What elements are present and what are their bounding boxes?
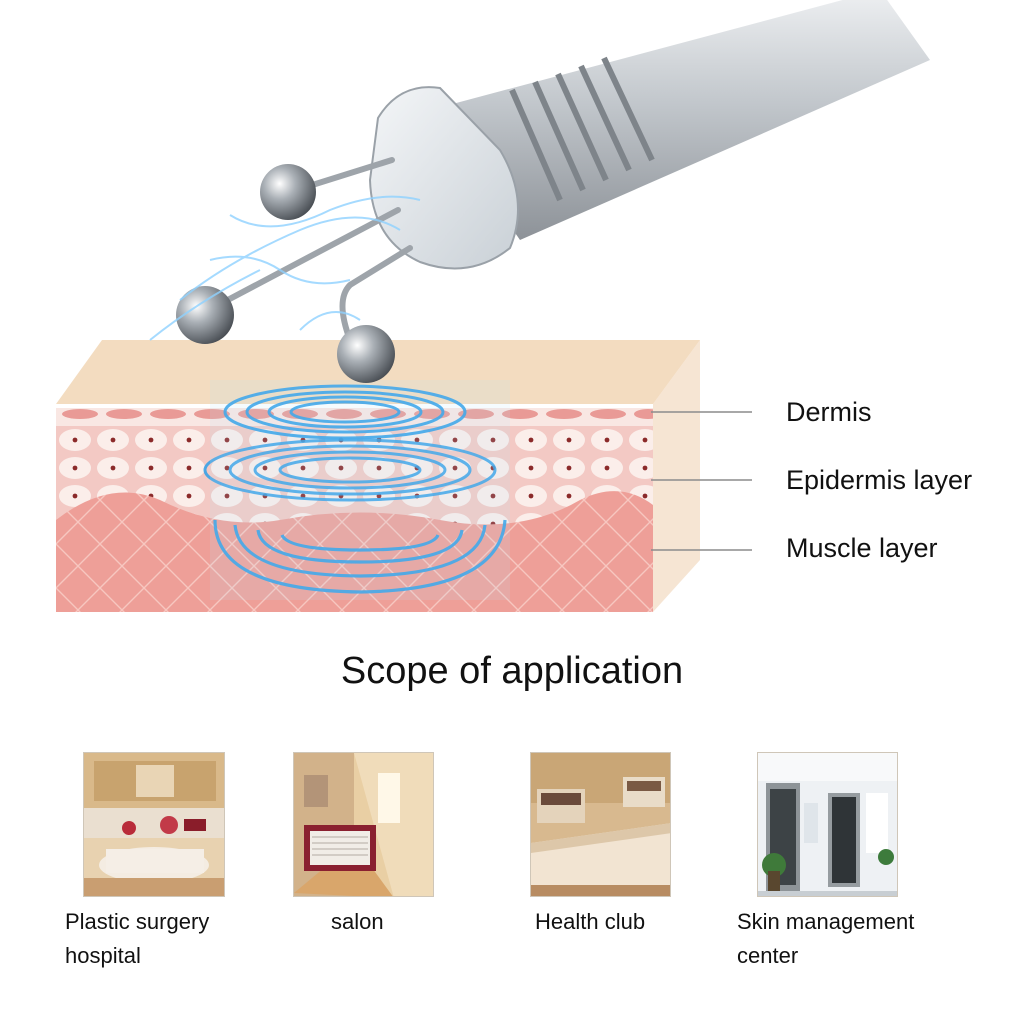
- device-handle: [430, 0, 930, 240]
- label-pointer-lines: [651, 411, 752, 551]
- device-grip-rings: [509, 56, 655, 202]
- health-club-room-photo: [530, 752, 671, 897]
- electric-sparks: [149, 195, 421, 341]
- venue-caption: Health club: [535, 905, 645, 939]
- device-cap: [368, 86, 519, 270]
- venue-caption-line: hospital: [65, 943, 141, 968]
- layer-label-muscle: Muscle layer: [786, 533, 938, 563]
- venue-caption-line: center: [737, 943, 799, 968]
- clinic-reception-photo: [83, 752, 225, 897]
- venue-caption: Skin management center: [737, 905, 914, 973]
- venue-caption: salon: [331, 905, 384, 939]
- venue-caption-line: salon: [331, 909, 384, 934]
- layer-label-epidermis: Epidermis layer: [786, 465, 973, 495]
- venue-caption-line: Skin management: [737, 909, 915, 934]
- venue-caption: Plastic surgery hospital: [65, 905, 209, 973]
- skin-side-face: [653, 340, 700, 612]
- center-lobby-photo: [757, 752, 898, 897]
- electrode-ball-left: [176, 286, 234, 344]
- dermis-stripe: [56, 408, 653, 428]
- layer-label-dermis: Dermis: [786, 397, 872, 427]
- venue-caption-line: Health club: [535, 909, 646, 934]
- venue-caption-line: Plastic surgery: [65, 909, 210, 934]
- skin-device-illustration: [56, 0, 930, 612]
- electrode-ball-top: [260, 164, 316, 220]
- electrode-ball-bottom: [337, 325, 395, 383]
- scope-title: Scope of application: [340, 650, 684, 692]
- salon-corridor-photo: [293, 752, 434, 897]
- energy-waves: [203, 380, 510, 600]
- rf-device-handpiece: [149, 0, 930, 383]
